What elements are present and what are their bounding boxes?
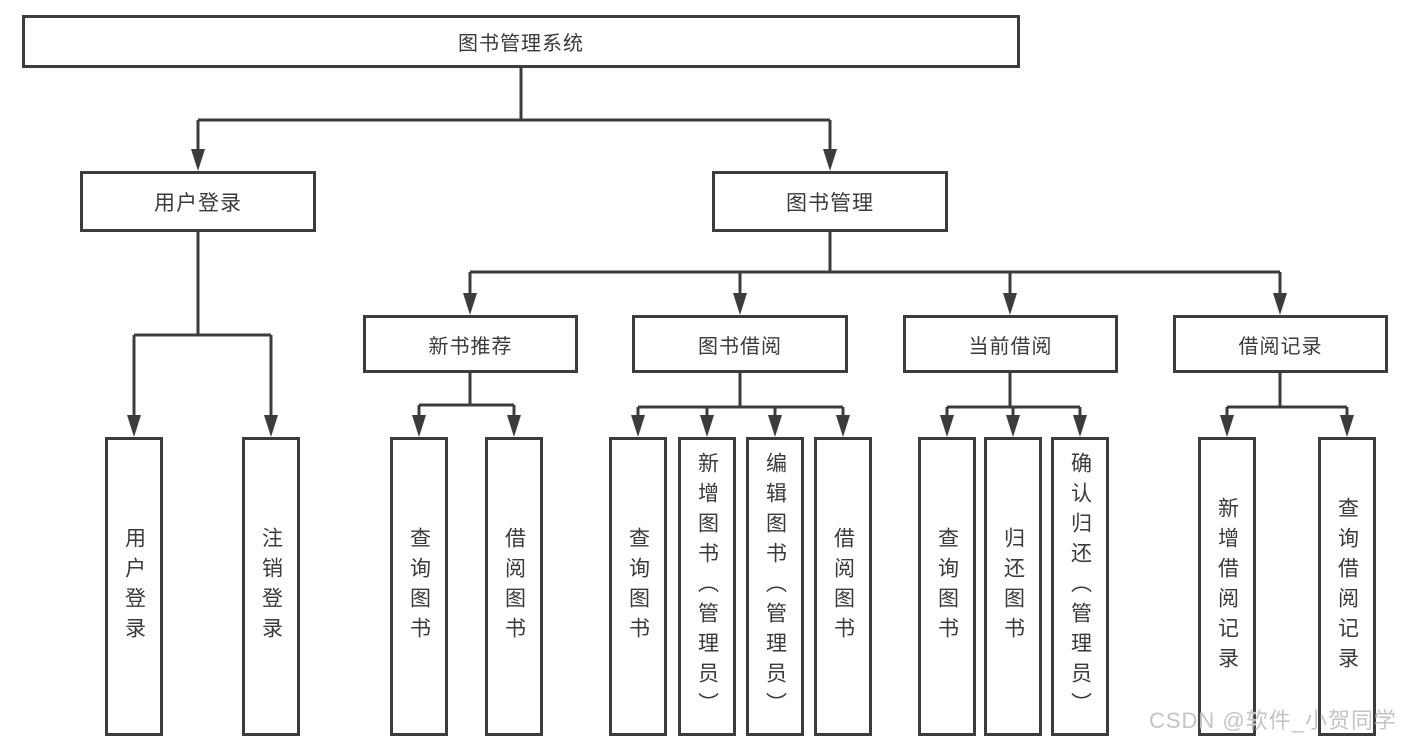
leaf-user-login: 用户登录 — [105, 437, 163, 736]
leaf-br-add-borrow-record: 新增借阅记录 — [1198, 437, 1256, 736]
leaf-br-query-borrow-record: 查询借阅记录 — [1318, 437, 1376, 736]
leaf-logout-login-label: 注销登录 — [259, 526, 283, 647]
node-book-management: 图书管理 — [712, 171, 948, 232]
leaf-nbr-borrow-books: 借阅图书 — [485, 437, 543, 736]
node-borrowing-records: 借阅记录 — [1173, 315, 1388, 373]
leaf-bb-edit-books-admin: 编辑图书（管理员） — [746, 437, 804, 736]
node-user-login: 用户登录 — [80, 171, 316, 232]
leaf-br-query-borrow-record-label: 查询借阅记录 — [1335, 496, 1359, 677]
leaf-bb-query-books-label: 查询图书 — [626, 526, 650, 647]
leaf-cb-query-books: 查询图书 — [918, 437, 976, 736]
leaf-bb-query-books: 查询图书 — [609, 437, 667, 736]
node-book-borrowing: 图书借阅 — [632, 315, 848, 373]
leaf-nbr-query-books-label: 查询图书 — [407, 526, 431, 647]
leaf-cb-query-books-label: 查询图书 — [935, 526, 959, 647]
leaf-cb-return-books-label: 归还图书 — [1001, 526, 1025, 647]
leaf-bb-edit-books-admin-label: 编辑图书（管理员） — [763, 451, 787, 722]
csdn-watermark: CSDN @软件_小贺同学 — [1148, 708, 1397, 733]
leaf-bb-borrow-books-label: 借阅图书 — [831, 526, 855, 647]
leaf-bb-add-books-admin-label: 新增图书（管理员） — [695, 451, 719, 722]
leaf-cb-confirm-return-admin-label: 确认归还（管理员） — [1068, 451, 1092, 722]
leaf-nbr-borrow-books-label: 借阅图书 — [502, 526, 526, 647]
node-current-borrowing: 当前借阅 — [903, 315, 1118, 373]
leaf-logout-login: 注销登录 — [242, 437, 300, 736]
leaf-cb-return-books: 归还图书 — [984, 437, 1042, 736]
node-root-library-management-system: 图书管理系统 — [22, 15, 1020, 68]
leaf-cb-confirm-return-admin: 确认归还（管理员） — [1051, 437, 1109, 736]
leaf-br-add-borrow-record-label: 新增借阅记录 — [1215, 496, 1239, 677]
leaf-bb-borrow-books: 借阅图书 — [814, 437, 872, 736]
leaf-nbr-query-books: 查询图书 — [390, 437, 448, 736]
leaf-user-login-label: 用户登录 — [122, 526, 146, 647]
leaf-bb-add-books-admin: 新增图书（管理员） — [678, 437, 736, 736]
node-new-book-recommendation: 新书推荐 — [363, 315, 578, 373]
